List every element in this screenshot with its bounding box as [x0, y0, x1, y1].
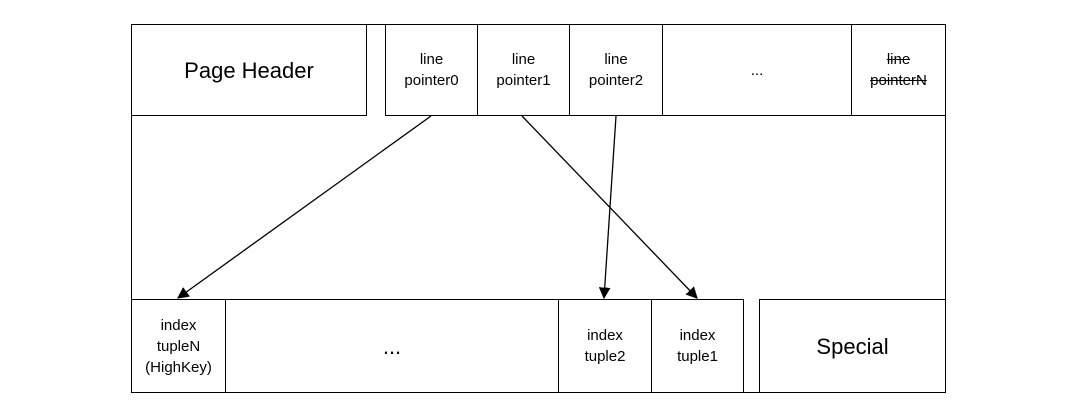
line-pointer1-label: line pointer1: [496, 51, 551, 89]
index-tuple-ellipsis-label: ...: [382, 333, 402, 359]
page-header-label: Page Header: [184, 57, 314, 83]
line-pointer2-box: line pointer2: [569, 24, 663, 116]
index-tuple2-label: index tuple2: [584, 327, 626, 365]
index-tuple1-label: index tuple1: [677, 327, 718, 365]
index-tuple2-box: index tuple2: [558, 299, 652, 393]
index-tuple-ellipsis-box: ...: [225, 299, 559, 393]
special-box: Special: [759, 299, 946, 393]
index-tupleN-box: index tupleN (HighKey): [131, 299, 226, 393]
arrow-pointer2-to-tuple2: [598, 115, 617, 300]
line-pointer0-label: line pointer0: [404, 51, 459, 89]
index-tuple1-box: index tuple1: [651, 299, 744, 393]
line-pointerN-label: line pointerN: [870, 51, 927, 89]
line-pointer-ellipsis-box: ...: [662, 24, 852, 116]
line-pointer2-label: line pointer2: [588, 51, 644, 89]
line-pointer1-box: line pointer1: [477, 24, 570, 116]
index-tupleN-label: index tupleN (HighKey): [145, 316, 212, 376]
line-pointer-ellipsis-label: ...: [750, 61, 764, 79]
arrow-pointer0-to-tupleN: [177, 115, 432, 299]
special-label: Special: [816, 333, 889, 359]
page-header-box: Page Header: [131, 24, 367, 116]
line-pointer0-box: line pointer0: [385, 24, 478, 116]
line-pointerN-box: line pointerN: [851, 24, 946, 116]
